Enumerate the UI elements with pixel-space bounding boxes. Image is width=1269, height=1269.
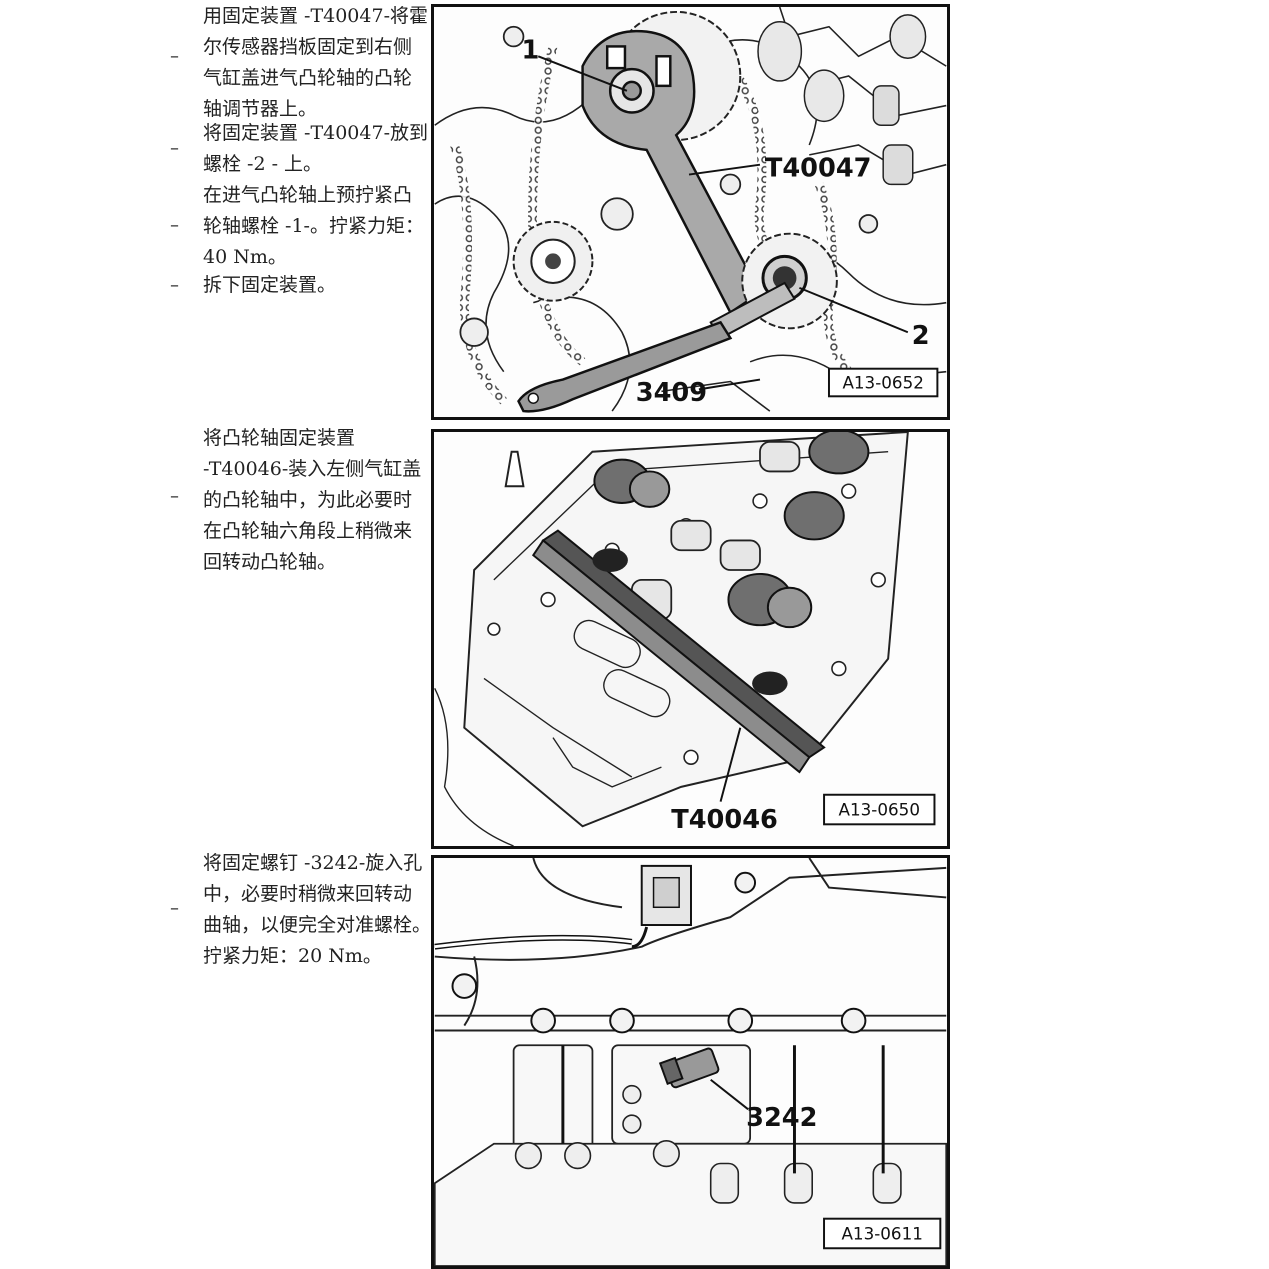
- callout-3242: 3242: [746, 1103, 817, 1133]
- step-line: 尔传感器挡板固定到右侧: [203, 36, 413, 58]
- step-line: 回转动凸轮轴。: [203, 551, 337, 573]
- step-text: 在进气凸轮轴上预拧紧凸 轮轴螺栓 -1-。拧紧力矩： 40 Nm。: [203, 180, 424, 273]
- tool-t40046: [531, 529, 826, 774]
- figure-id-box: A13-0652: [827, 367, 939, 398]
- figure-locking-bolt: 3242 A13-0611: [431, 855, 950, 1269]
- step-line: 40 Nm。: [203, 246, 287, 268]
- step-line: -T40046-装入左侧气缸盖: [203, 458, 422, 480]
- step-text: 将凸轮轴固定装置 -T40046-装入左侧气缸盖 的凸轮轴中，为此必要时 在凸轮…: [203, 423, 421, 578]
- step-line: 中，必要时稍微来回转动: [203, 883, 413, 905]
- step-text: 用固定装置 -T40047-将霍 尔传感器挡板固定到右侧 气缸盖进气凸轮轴的凸轮…: [203, 1, 428, 125]
- callout-3409: 3409: [636, 378, 707, 408]
- bolt-3242: [658, 1047, 720, 1089]
- step-line: 螺栓 -2 - 上。: [203, 153, 323, 175]
- sprocket-left: [512, 220, 594, 302]
- callout-1: 1: [521, 35, 539, 65]
- callout-t40046: T40046: [671, 805, 778, 835]
- step-line: 拧紧力矩：20 Nm。: [203, 945, 382, 967]
- figure-id: A13-0652: [842, 372, 923, 392]
- step-bullet: –: [170, 138, 179, 159]
- figure-id-box: A13-0650: [823, 793, 936, 826]
- figure-id-box: A13-0611: [823, 1217, 942, 1250]
- step-line: 拆下固定装置。: [203, 274, 337, 296]
- step-line: 用固定装置 -T40047-将霍: [203, 5, 428, 27]
- step-line: 将固定螺钉 -3242-旋入孔: [203, 852, 423, 874]
- step-line: 轴调节器上。: [203, 98, 318, 120]
- step-bullet: –: [170, 486, 179, 507]
- tool-3409: [517, 320, 733, 413]
- callout-t40047: T40047: [765, 154, 872, 184]
- step-line: 的凸轮轴中，为此必要时: [203, 489, 413, 511]
- figure-camshaft-clamp: T40046 A13-0650: [431, 429, 950, 849]
- oil-sump-illustration: 3242 A13-0611: [434, 858, 947, 1266]
- step-line: 将凸轮轴固定装置: [203, 427, 356, 449]
- step-bullet: –: [170, 275, 179, 296]
- step-bullet: –: [170, 46, 179, 67]
- step-line: 在进气凸轮轴上预拧紧凸: [203, 184, 413, 206]
- step-line: 将固定装置 -T40047-放到: [203, 122, 428, 144]
- step-text: 将固定螺钉 -3242-旋入孔 中，必要时稍微来回转动 曲轴，以便完全对准螺栓。…: [203, 848, 431, 972]
- tool-t40047: [581, 29, 762, 315]
- callout-2: 2: [912, 321, 930, 351]
- step-line: 轮轴螺栓 -1-。拧紧力矩：: [203, 215, 424, 237]
- step-text: 拆下固定装置。: [203, 270, 336, 301]
- step-bullet: –: [170, 215, 179, 236]
- figure-camshaft-adjuster: 1 T40047 2 3409 A13-0652: [431, 4, 950, 420]
- step-line: 曲轴，以便完全对准螺栓。: [203, 914, 432, 936]
- figure-id: A13-0611: [841, 1223, 922, 1243]
- step-bullet: –: [170, 898, 179, 919]
- sensor-connector: [434, 864, 692, 950]
- figure-id: A13-0650: [839, 799, 920, 819]
- step-line: 气缸盖进气凸轮轴的凸轮: [203, 67, 413, 89]
- step-line: 在凸轮轴六角段上稍微来: [203, 520, 413, 542]
- step-text: 将固定装置 -T40047-放到 螺栓 -2 - 上。: [203, 118, 428, 180]
- cylinder-head-illustration: T40046 A13-0650: [434, 432, 936, 846]
- engine-timing-illustration: 1 T40047 2 3409 A13-0652: [434, 7, 947, 413]
